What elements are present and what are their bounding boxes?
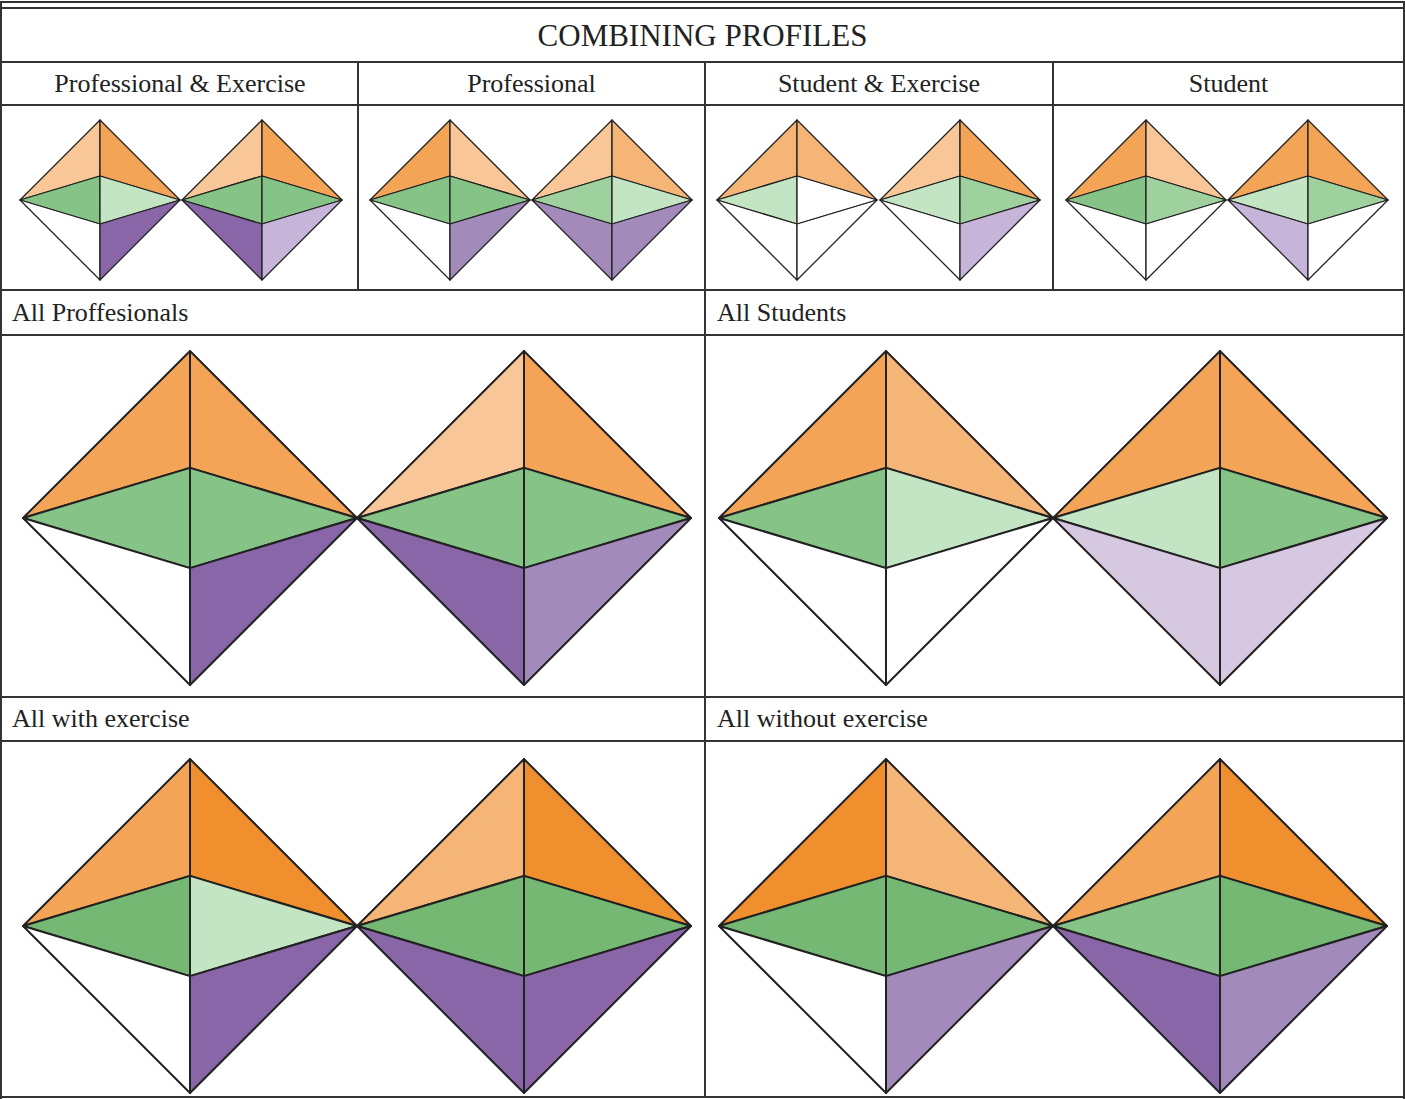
column-header: Professional [358, 62, 705, 105]
diamond-face [23, 926, 190, 1093]
profile-diamond [23, 351, 357, 685]
grid-line [1, 740, 1404, 742]
profile-diamond [20, 120, 180, 280]
diamond-face [797, 200, 877, 280]
diamond-face [190, 926, 357, 1093]
grid-line [704, 290, 706, 1097]
profile-diamond [182, 120, 342, 280]
profile-diamond [1066, 120, 1226, 280]
diamond-face [1220, 926, 1387, 1093]
diamond-face [612, 200, 692, 280]
diamond-face [719, 926, 886, 1093]
diamond-face [357, 926, 524, 1093]
diamond-face [190, 518, 357, 685]
grid-line [1, 696, 1404, 698]
diamond-face [20, 200, 100, 280]
grid-line [1403, 2, 1405, 1099]
profile-diamond [1053, 759, 1387, 1093]
diamond-face [524, 926, 691, 1093]
diamond-face [1220, 518, 1387, 685]
grid-line [1, 289, 1404, 291]
diamond-face [100, 200, 180, 280]
diamond-face [262, 200, 342, 280]
grid-line [1, 104, 1404, 106]
grid-line [1, 1096, 1404, 1098]
diamond-face [717, 200, 797, 280]
profile-diamond [357, 759, 691, 1093]
profile-diamond [1228, 120, 1388, 280]
diamond-face [23, 518, 190, 685]
grid-line [357, 62, 359, 290]
profile-diamond [719, 351, 1053, 685]
table-title: COMBINING PROFILES [2, 10, 1403, 62]
diamond-face [1053, 926, 1220, 1093]
profile-diamond [23, 759, 357, 1093]
diamond-face [1066, 200, 1146, 280]
diamond-face [357, 518, 524, 685]
grid-line [1052, 62, 1054, 290]
profile-diamond [719, 759, 1053, 1093]
diamond-face [370, 200, 450, 280]
panel-label: All Students [717, 290, 1397, 335]
diamond-face [1228, 200, 1308, 280]
diamond-face [886, 926, 1053, 1093]
diamond-face [719, 518, 886, 685]
diamond-face [886, 518, 1053, 685]
grid-line [1, 61, 1404, 63]
diamond-face [1146, 200, 1226, 280]
grid-line [0, 7, 1405, 9]
profile-diamond [370, 120, 530, 280]
panel-label: All with exercise [12, 697, 692, 741]
diamond-face [450, 200, 530, 280]
diamond-face [1308, 200, 1388, 280]
profile-diamond [717, 120, 877, 280]
grid-line [1, 334, 1404, 336]
diamond-face [960, 200, 1040, 280]
diamond-face [532, 200, 612, 280]
diamond-face [1053, 518, 1220, 685]
column-header: Student & Exercise [705, 62, 1053, 105]
column-header: Professional & Exercise [2, 62, 358, 105]
diamond-face [880, 200, 960, 280]
panel-label: All without exercise [717, 697, 1397, 741]
profile-diamond [880, 120, 1040, 280]
profile-diamond [532, 120, 692, 280]
diamond-face [182, 200, 262, 280]
diamond-face [524, 518, 691, 685]
grid-line [704, 62, 706, 290]
grid-line [0, 1, 1405, 3]
grid-line [0, 2, 2, 1099]
profile-diamond [357, 351, 691, 685]
profile-diamond [1053, 351, 1387, 685]
panel-label: All Proffesionals [12, 290, 692, 335]
column-header: Student [1053, 62, 1404, 105]
